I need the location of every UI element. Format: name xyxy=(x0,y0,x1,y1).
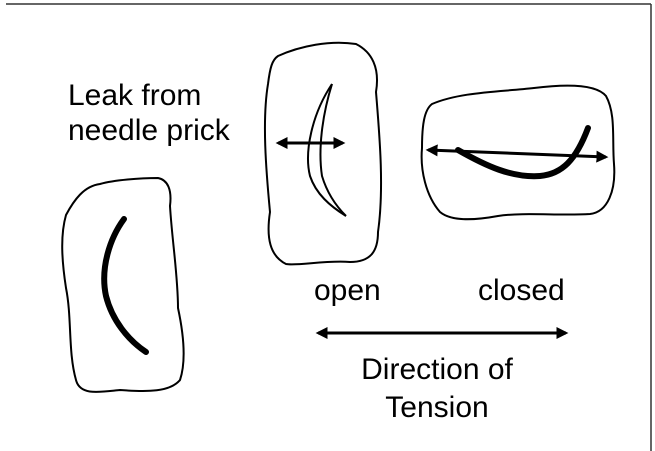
open-label: open xyxy=(314,273,381,309)
tissue-specimen-right xyxy=(422,86,615,220)
tissue-outline-middle xyxy=(265,43,381,265)
closed-label: closed xyxy=(478,273,565,309)
leak-label-line2: needle prick xyxy=(68,113,230,149)
direction-label-line2: Tension xyxy=(337,390,537,426)
leak-label-line1: Leak from xyxy=(68,78,201,114)
direction-label-line1: Direction of xyxy=(337,352,537,388)
tissue-outline-left xyxy=(62,178,183,392)
tissue-specimen-middle xyxy=(265,43,381,265)
tissue-specimen-left xyxy=(62,178,183,392)
